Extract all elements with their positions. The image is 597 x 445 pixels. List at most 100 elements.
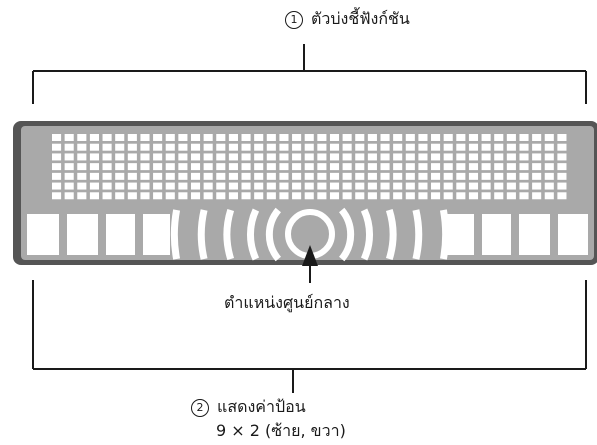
matrix-dot (115, 182, 125, 190)
matrix-dot (506, 153, 516, 161)
matrix-dot (367, 172, 377, 180)
matrix-dot (190, 163, 201, 171)
matrix-dot (304, 153, 314, 161)
matrix-dot (468, 172, 479, 180)
matrix-dot (102, 163, 112, 171)
matrix-dot (355, 192, 365, 200)
matrix-dot (418, 134, 428, 141)
matrix-dot (241, 134, 251, 141)
matrix-dot (203, 182, 213, 190)
matrix-dot (153, 153, 163, 161)
callout-number-1: 1 (285, 11, 303, 29)
matrix-dot (216, 153, 226, 161)
matrix-dot (393, 172, 403, 180)
matrix-dot (216, 192, 226, 200)
matrix-dot (304, 134, 314, 141)
matrix-dot (544, 134, 554, 141)
matrix-dot (254, 172, 264, 180)
matrix-dot (557, 134, 567, 141)
matrix-dot (506, 134, 516, 141)
matrix-dot (266, 143, 276, 151)
matrix-dot (544, 172, 554, 180)
matrix-dot (216, 172, 226, 180)
matrix-dot (190, 153, 201, 161)
matrix-dot (127, 134, 137, 141)
matrix-dot (557, 153, 567, 161)
matrix-dot (228, 143, 238, 151)
matrix-dot (304, 143, 314, 151)
matrix-dot (102, 182, 112, 190)
matrix-dot (519, 143, 529, 151)
matrix-dot (153, 134, 163, 141)
matrix-dot (241, 192, 251, 200)
matrix-dot (367, 163, 377, 171)
matrix-dot (127, 153, 137, 161)
matrix-dot (418, 182, 428, 190)
matrix-dot (292, 153, 302, 161)
matrix-dot (89, 143, 99, 151)
matrix-dot (393, 134, 403, 141)
matrix-dot (52, 172, 62, 180)
matrix-dot (153, 192, 163, 200)
matrix-dot (140, 172, 150, 180)
matrix-dot (178, 182, 188, 190)
matrix-dot (367, 182, 377, 190)
matrix-dot (405, 143, 415, 151)
matrix-dot (380, 192, 390, 200)
matrix-dot (115, 172, 125, 180)
matrix-dot (317, 134, 327, 141)
matrix-dot (77, 172, 87, 180)
matrix-dot (468, 143, 479, 151)
matrix-dot (418, 192, 428, 200)
matrix-dot (266, 182, 276, 190)
matrix-dot (89, 134, 99, 141)
level-segment-left (223, 208, 235, 261)
matrix-dot (77, 143, 87, 151)
matrix-dot (544, 163, 554, 171)
matrix-dot (456, 163, 466, 171)
matrix-dot (317, 192, 327, 200)
level-segment-left (170, 209, 181, 260)
matrix-dot (418, 153, 428, 161)
matrix-dot (329, 143, 340, 151)
matrix-dot (89, 172, 99, 180)
matrix-dot (89, 192, 99, 200)
matrix-dot (367, 153, 377, 161)
matrix-dot (228, 134, 238, 141)
matrix-dot (393, 163, 403, 171)
matrix-dot (494, 172, 504, 180)
matrix-dot (140, 182, 150, 190)
matrix-dot (279, 143, 289, 151)
level-segment-left (67, 214, 98, 255)
matrix-dot (393, 182, 403, 190)
matrix-dot (64, 163, 74, 171)
matrix-dot (178, 153, 188, 161)
level-segment-right (482, 214, 511, 255)
level-segment-right (439, 209, 450, 260)
matrix-dot (506, 192, 516, 200)
matrix-dot (380, 143, 390, 151)
matrix-dot (102, 192, 112, 200)
matrix-dot (64, 182, 74, 190)
matrix-dot (140, 143, 150, 151)
matrix-dot (178, 134, 188, 141)
matrix-dot (102, 153, 112, 161)
matrix-dot (468, 153, 479, 161)
matrix-dot (115, 134, 125, 141)
matrix-dot (481, 182, 491, 190)
matrix-dot (266, 134, 276, 141)
matrix-dot (292, 192, 302, 200)
matrix-dot (203, 143, 213, 151)
matrix-dot (52, 153, 62, 161)
matrix-dot (178, 163, 188, 171)
matrix-dot (342, 192, 352, 200)
matrix-dot (216, 143, 226, 151)
matrix-dot (203, 134, 213, 141)
matrix-dot (431, 163, 441, 171)
matrix-dot (77, 182, 87, 190)
matrix-dot (431, 172, 441, 180)
matrix-dot (557, 143, 567, 151)
matrix-dot (494, 182, 504, 190)
matrix-dot (494, 192, 504, 200)
